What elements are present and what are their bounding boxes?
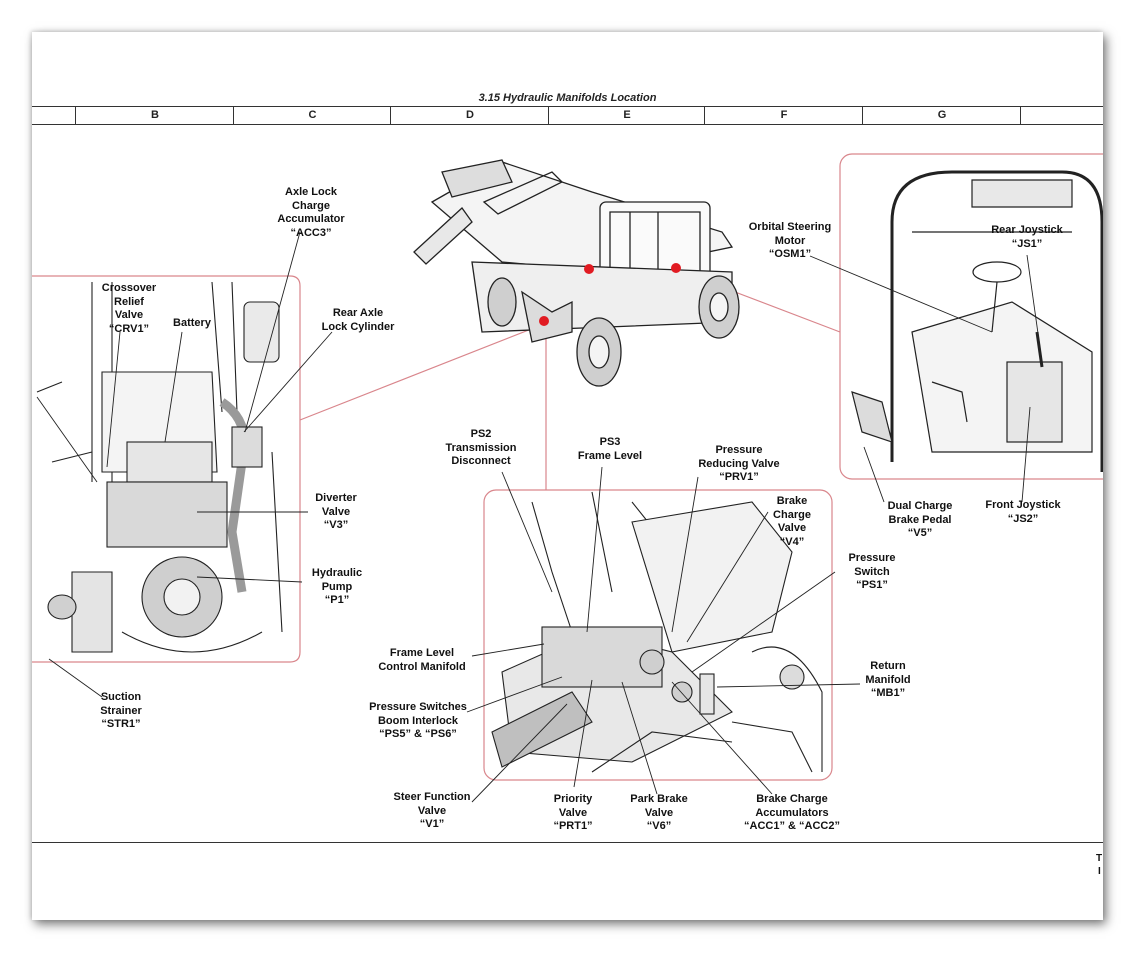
label-js1: Rear Joystick “JS1” (991, 224, 1063, 250)
label-ps5-ps6: Pressure Switches Boom Interlock “PS5” &… (369, 701, 467, 740)
label-brake-pedal: Dual Charge Brake Pedal “V5” (887, 500, 953, 539)
callout-frames (32, 153, 1103, 781)
label-acc1-acc2: Brake Charge Accumulators “ACC1” & “ACC2… (744, 793, 840, 832)
label-ps3: PS3 Frame Level (577, 436, 643, 462)
edge-text-2: I (1098, 866, 1101, 877)
marker-cab (671, 263, 681, 273)
engine-callout-frame (32, 275, 301, 663)
leader-lines (36, 231, 1043, 803)
label-rear-axle-lock-cylinder: Rear Axle Lock Cylinder (321, 307, 395, 333)
column-g: G (862, 107, 1021, 124)
column-c: C (233, 107, 391, 124)
label-crv1: Crossover Relief Valve “CRV1” (101, 282, 157, 335)
page-title: 3.15 Hydraulic Manifolds Location (478, 92, 657, 104)
label-diverter-valve: Diverter Valve “V3” (315, 492, 357, 531)
column-grid-bar: B C D E F G (32, 106, 1103, 125)
label-mb1: Return Manifold “MB1” (865, 660, 911, 699)
label-osm1: Orbital Steering Motor “OSM1” (748, 221, 832, 260)
column-d: D (390, 107, 549, 124)
manual-page: 3.15 Hydraulic Manifolds Location B C D … (32, 32, 1103, 920)
label-prt1: Priority Valve “PRT1” (553, 793, 593, 832)
edge-text-1: T (1096, 853, 1103, 864)
marker-engine (539, 316, 549, 326)
telehandler-drawing (413, 159, 740, 387)
column-h-partial (1020, 107, 1103, 124)
label-v6: Park Brake Valve “V6” (630, 793, 688, 832)
label-frame-level-manifold: Frame Level Control Manifold (378, 647, 466, 673)
cab-callout-frame (839, 153, 1103, 480)
label-v1: Steer Function Valve “V1” (393, 791, 471, 830)
label-v4: Brake Charge Valve “V4” (773, 495, 811, 548)
label-suction-strainer: Suction Strainer “STR1” (100, 691, 142, 730)
column-b: B (75, 107, 234, 124)
label-ps1: Pressure Switch “PS1” (848, 552, 896, 591)
label-prv1: Pressure Reducing Valve “PRV1” (698, 444, 780, 483)
column-f: F (704, 107, 863, 124)
label-battery: Battery (173, 317, 211, 329)
diagram-artwork (32, 153, 1103, 803)
label-ps2: PS2 Transmission Disconnect (445, 428, 517, 467)
label-hydraulic-pump: Hydraulic Pump “P1” (311, 567, 363, 606)
bottom-rule (32, 842, 1103, 843)
engine-bay-drawing (36, 281, 283, 653)
cab-drawing (851, 170, 1103, 472)
location-markers (539, 263, 681, 326)
marker-frame (584, 264, 594, 274)
label-js2: Front Joystick “JS2” (985, 499, 1061, 525)
column-e: E (548, 107, 705, 124)
label-acc3: Axle Lock Charge Accumulator “ACC3” (277, 186, 345, 239)
manifold-callout-frame (483, 489, 833, 781)
engine-zoom-line (299, 323, 545, 421)
